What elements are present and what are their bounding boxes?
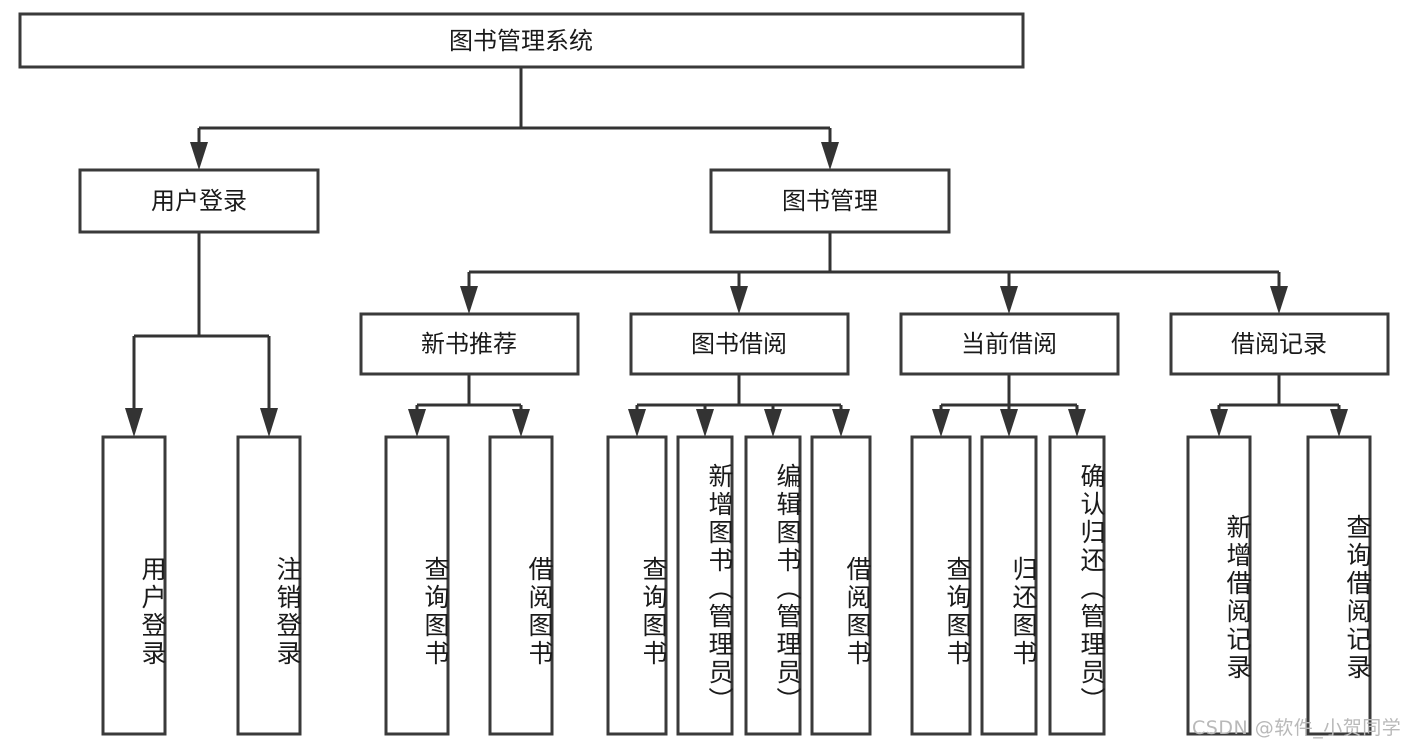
node-current-borrow-box[interactable] <box>899 312 1120 376</box>
node-current-borrow-label: 当前借阅 <box>961 330 1057 358</box>
arrow-to-leaf-query-book-2 <box>628 409 646 437</box>
node-book-borrow-box[interactable] <box>629 312 850 376</box>
node-borrow-record-label: 借阅记录 <box>1231 330 1327 358</box>
node-book-borrow[interactable]: 图书借阅 <box>629 312 850 376</box>
node-user-login-box[interactable] <box>78 168 320 234</box>
node-current-borrow[interactable]: 当前借阅 <box>899 312 1120 376</box>
arrow-to-leaf-user-login <box>125 408 143 437</box>
node-leaf-query-book-2-box[interactable] <box>606 435 668 736</box>
arrow-to-book-manage <box>821 142 839 170</box>
node-user-login[interactable]: 用户登录 <box>78 168 320 234</box>
connector-group-new-book-recommend <box>408 374 530 437</box>
node-leaf-logout-box[interactable] <box>236 435 302 736</box>
connector-group-current-borrow <box>932 374 1086 437</box>
arrow-to-leaf-add-record <box>1210 409 1228 437</box>
arrow-to-leaf-return-book <box>1000 409 1018 437</box>
arrow-to-user-login <box>190 142 208 170</box>
node-leaf-user-login-box[interactable] <box>101 435 167 736</box>
node-leaf-query-book-1-box[interactable] <box>384 435 450 736</box>
connector-group-root <box>190 67 839 170</box>
arrow-to-leaf-logout <box>260 408 278 437</box>
node-new-book-recommend[interactable]: 新书推荐 <box>359 312 580 376</box>
node-book-manage-label: 图书管理 <box>782 187 878 215</box>
arrow-to-leaf-confirm-return <box>1068 409 1086 437</box>
arrow-to-leaf-borrow-book-2 <box>832 409 850 437</box>
connector-group-user-login <box>125 232 278 437</box>
arrow-to-borrow-record <box>1270 286 1288 314</box>
arrow-to-leaf-query-book-1 <box>408 409 426 437</box>
node-leaf-add-record-box[interactable] <box>1186 435 1252 736</box>
arrow-to-leaf-borrow-book-1 <box>512 409 530 437</box>
node-book-manage[interactable]: 图书管理 <box>709 168 951 234</box>
leaf-box-group <box>101 435 1372 736</box>
node-leaf-query-record-box[interactable] <box>1306 435 1372 736</box>
connector-group-borrow-record <box>1210 374 1348 437</box>
node-book-borrow-label: 图书借阅 <box>691 330 787 358</box>
arrow-to-new-book-recommend <box>460 286 478 314</box>
connector-group-book-borrow <box>628 374 850 437</box>
node-root-label: 图书管理系统 <box>449 27 593 55</box>
arrow-to-leaf-edit-book <box>764 409 782 437</box>
node-leaf-add-book-box[interactable] <box>676 435 734 736</box>
node-leaf-borrow-book-2-box[interactable] <box>810 435 872 736</box>
node-leaf-return-book-box[interactable] <box>980 435 1038 736</box>
node-borrow-record-box[interactable] <box>1169 312 1390 376</box>
arrow-to-leaf-add-book <box>696 409 714 437</box>
node-leaf-edit-book-box[interactable] <box>744 435 802 736</box>
arrow-to-leaf-query-record <box>1330 409 1348 437</box>
node-leaf-confirm-return-box[interactable] <box>1048 435 1106 736</box>
node-root[interactable]: 图书管理系统 <box>18 12 1025 69</box>
arrow-to-current-borrow <box>1000 286 1018 314</box>
node-book-manage-box[interactable] <box>709 168 951 234</box>
connector-group-book-manage <box>460 232 1288 314</box>
node-leaf-borrow-book-1-box[interactable] <box>488 435 554 736</box>
node-new-book-recommend-label: 新书推荐 <box>421 330 517 358</box>
csdn-watermark: CSDN @软件_小贺同学 <box>1192 717 1402 739</box>
node-borrow-record[interactable]: 借阅记录 <box>1169 312 1390 376</box>
node-leaf-query-book-3-box[interactable] <box>910 435 972 736</box>
arrow-to-book-borrow <box>730 286 748 314</box>
arrow-to-leaf-query-book-3 <box>932 409 950 437</box>
node-new-book-recommend-box[interactable] <box>359 312 580 376</box>
node-user-login-label: 用户登录 <box>151 187 247 215</box>
node-root-box[interactable] <box>18 12 1025 69</box>
